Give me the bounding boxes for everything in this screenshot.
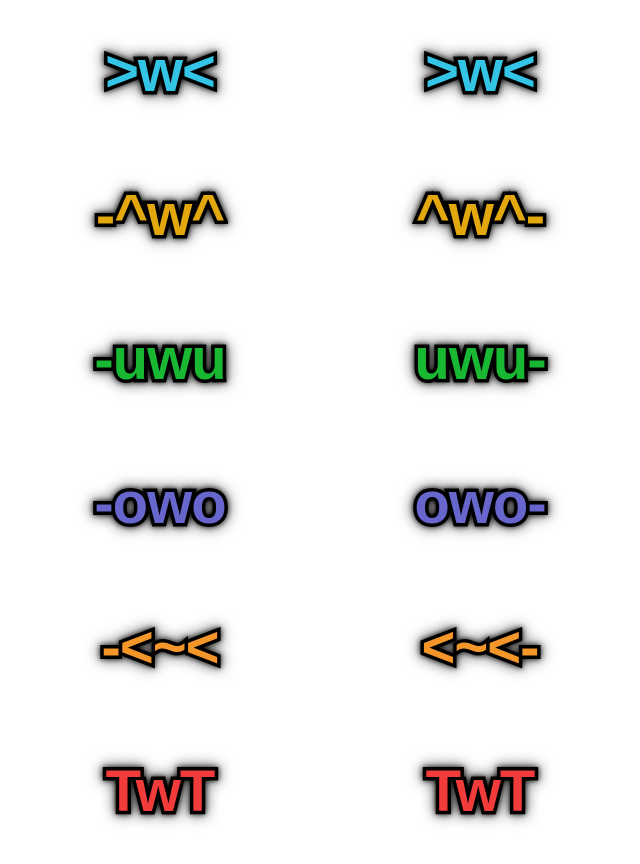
- emote-sticker: >w<: [422, 39, 540, 104]
- emote-sticker: -<~<: [98, 615, 223, 680]
- emote-sticker: <~<-: [418, 615, 543, 680]
- emote-sticker: -^w^: [92, 183, 228, 248]
- emote-sticker: -uwu: [91, 327, 230, 392]
- emote-sticker: uwu-: [411, 327, 550, 392]
- emote-sticker: TwT: [422, 759, 539, 824]
- emote-sticker: -owo: [91, 471, 230, 536]
- emote-sticker: >w<: [102, 39, 220, 104]
- emote-sticker: TwT: [102, 759, 219, 824]
- emote-sticker: ^w^-: [412, 183, 548, 248]
- emote-sticker: owo-: [411, 471, 550, 536]
